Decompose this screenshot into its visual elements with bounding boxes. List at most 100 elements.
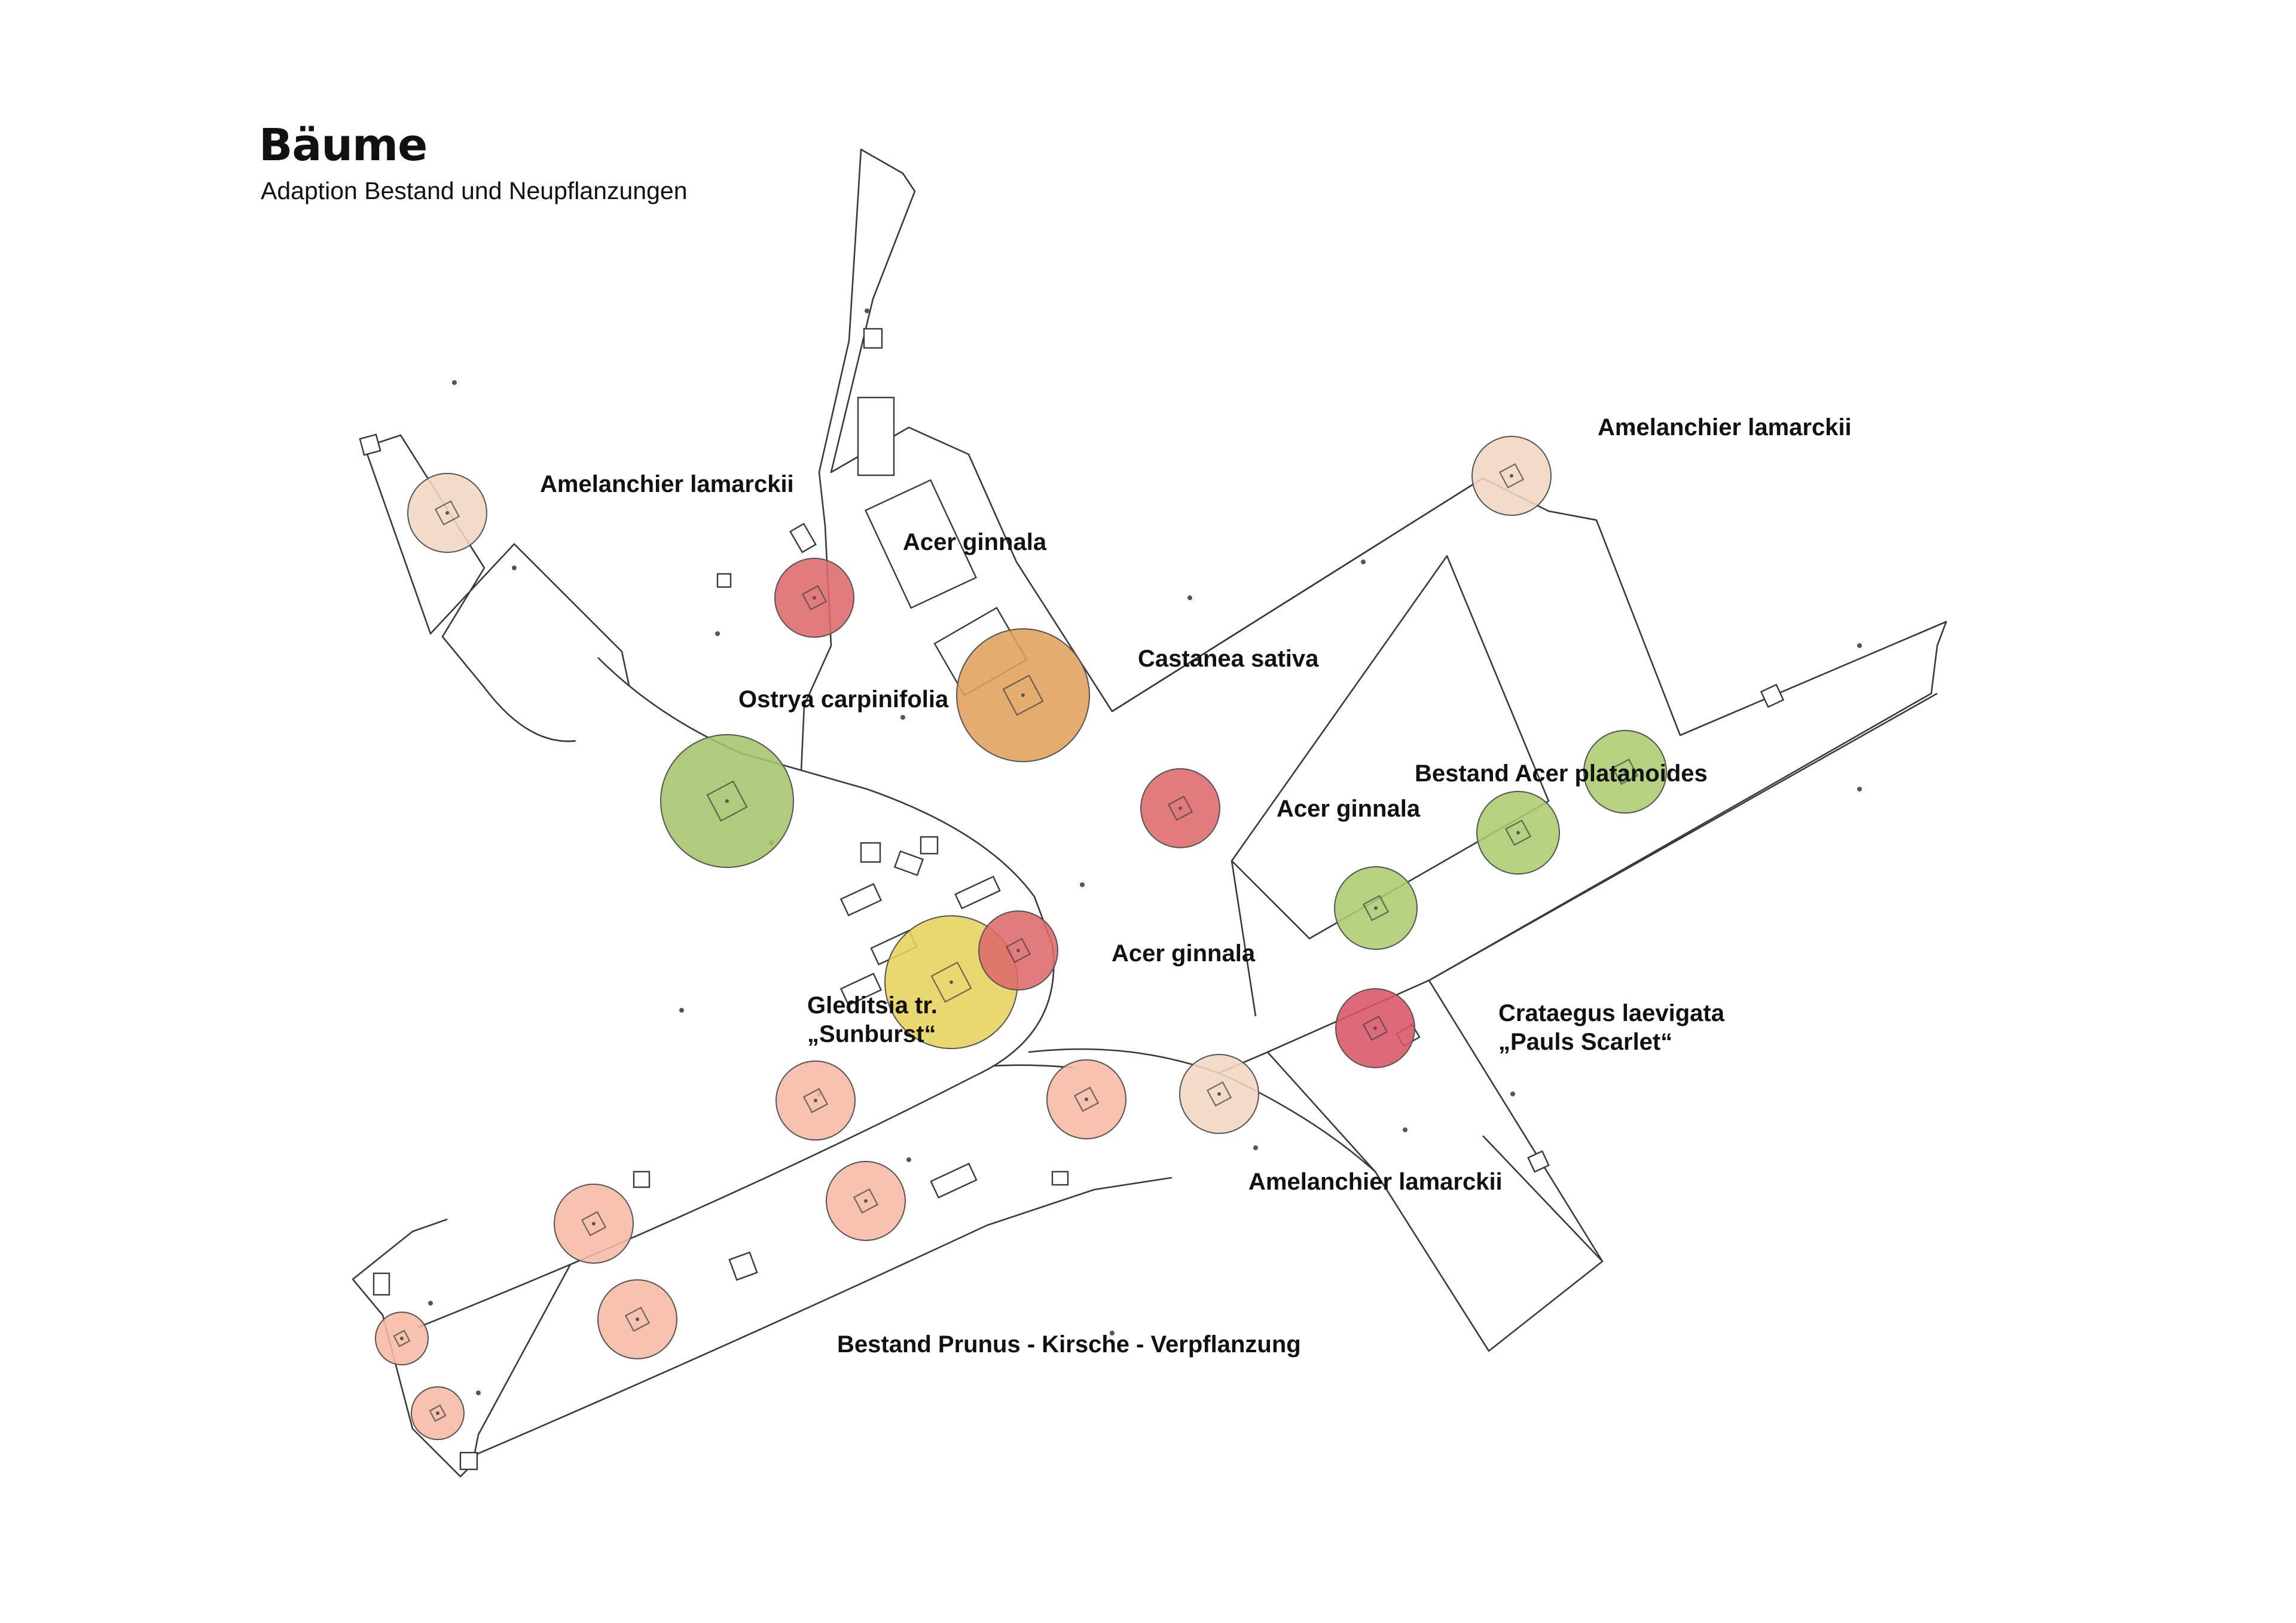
bollard-dot — [1510, 1092, 1515, 1096]
tree-prunus — [1046, 1059, 1126, 1139]
tree-footprint — [1504, 819, 1532, 846]
label-line: Acer ginnala — [903, 529, 1047, 555]
tree-crataegus — [1335, 988, 1415, 1068]
tree-center-dot — [436, 1411, 439, 1415]
tree-footprint — [853, 1188, 879, 1214]
bollard-dot — [1080, 882, 1085, 887]
tree-prunus — [597, 1279, 677, 1359]
bollard-dot — [679, 1008, 684, 1013]
street-structure — [839, 973, 883, 1006]
bollard-dot — [1857, 787, 1862, 791]
street-structure — [863, 328, 883, 349]
tree-center-dot — [1021, 693, 1025, 697]
tree-footprint — [624, 1306, 651, 1332]
tree-footprint — [1167, 795, 1193, 821]
tree-footprint — [930, 961, 972, 1003]
tree-amelanchier — [1471, 436, 1552, 516]
label-amelanchier-se: Amelanchier lamarckii — [1248, 1169, 1503, 1195]
tree-prunus — [375, 1312, 429, 1365]
tree-center-dot — [400, 1337, 404, 1340]
label-acer-ginnala-n: Acer ginnala — [903, 529, 1047, 555]
bollard-dot — [428, 1301, 433, 1306]
tree-center-dot — [592, 1222, 596, 1225]
street-structure — [864, 479, 978, 609]
tree-footprint — [706, 780, 748, 822]
bollard-dot — [906, 1157, 911, 1162]
street-outline — [1428, 692, 1938, 1262]
tree-amelanchier — [407, 473, 487, 553]
label-line: Amelanchier lamarckii — [1598, 414, 1852, 441]
tree-footprint — [1206, 1081, 1232, 1107]
label-line: Gleditsia tr. — [807, 992, 938, 1019]
tree-center-dot — [813, 596, 816, 600]
tree-footprint — [802, 1087, 829, 1114]
street-structure — [893, 850, 924, 876]
street-structure — [359, 433, 381, 456]
street-structure — [716, 573, 732, 588]
street-structure — [860, 842, 881, 863]
street-structure — [633, 1170, 651, 1188]
page-subtitle: Adaption Bestand und Neupflanzungen — [261, 177, 688, 204]
bollard-dot — [1361, 560, 1366, 564]
bollard-dot — [715, 631, 720, 636]
tree-center-dot — [949, 980, 953, 984]
tree-footprint — [801, 585, 828, 611]
tree-center-dot — [1374, 906, 1378, 910]
tree-footprint — [1611, 758, 1639, 785]
tree-center-dot — [1016, 949, 1020, 952]
tree-center-dot — [1623, 770, 1627, 774]
tree-prunus — [411, 1386, 465, 1440]
street-structure — [789, 522, 817, 554]
tree-acer-ginnala — [1140, 768, 1220, 848]
bollard-dot — [1253, 1145, 1258, 1150]
bollard-dot — [452, 380, 457, 385]
tree-castanea — [956, 628, 1090, 762]
street-structure — [930, 1163, 978, 1199]
label-line: Crataegus laevigata — [1498, 1000, 1725, 1026]
tree-footprint — [1362, 894, 1390, 922]
label-ostrya: Ostrya carpinifolia — [738, 686, 949, 713]
tree-acer-platanoides — [1476, 791, 1560, 875]
label-line: „Sunburst“ — [807, 1021, 936, 1047]
tree-footprint — [1002, 674, 1044, 716]
label-line: Amelanchier lamarckii — [1248, 1169, 1503, 1195]
street-outline — [1231, 555, 1550, 940]
tree-acer-platanoides — [1583, 730, 1667, 814]
tree-footprint — [429, 1404, 447, 1422]
label-amelanchier-nw: Amelanchier lamarckii — [540, 471, 794, 497]
tree-center-dot — [1217, 1092, 1221, 1096]
tree-amelanchier — [1179, 1054, 1259, 1134]
street-furniture — [359, 308, 1862, 1471]
tree-ostrya — [660, 734, 794, 868]
label-line: Bestand Prunus - Kirsche - Verpflanzung — [837, 1331, 1301, 1358]
label-acer-platanoides: Bestand Acer platanoides — [1415, 760, 1708, 787]
tree-center-dot — [1085, 1098, 1088, 1101]
label-line: Bestand Acer platanoides — [1415, 760, 1708, 787]
label-amelanchier-ne: Amelanchier lamarckii — [1598, 414, 1852, 441]
street-outline — [466, 1176, 1173, 1460]
label-line: „Pauls Scarlet“ — [1498, 1029, 1672, 1055]
label-gleditsia: Gleditsia tr.„Sunburst“ — [807, 992, 938, 1047]
tree-prunus — [775, 1060, 856, 1141]
tree-layer — [375, 436, 1667, 1440]
tree-center-dot — [864, 1199, 868, 1203]
bollard-dot — [900, 715, 905, 720]
label-acer-ginnala-e: Acer ginnala — [1277, 796, 1421, 822]
tree-footprint — [434, 500, 460, 526]
street-structure — [728, 1251, 758, 1281]
street-structure — [1760, 683, 1785, 708]
tree-prunus — [554, 1184, 634, 1264]
label-castanea: Castanea sativa — [1138, 646, 1319, 672]
street-structure — [954, 875, 1001, 910]
tree-center-dot — [814, 1099, 817, 1102]
tree-center-dot — [445, 511, 449, 515]
tree-center-dot — [1178, 806, 1182, 810]
street-structure — [1051, 1170, 1069, 1186]
bollard-dot — [1630, 428, 1635, 433]
bollard-dot — [865, 308, 869, 313]
tree-acer-platanoides — [1334, 866, 1418, 950]
label-line: Ostrya carpinifolia — [738, 686, 949, 713]
label-line: Amelanchier lamarckii — [540, 471, 794, 497]
